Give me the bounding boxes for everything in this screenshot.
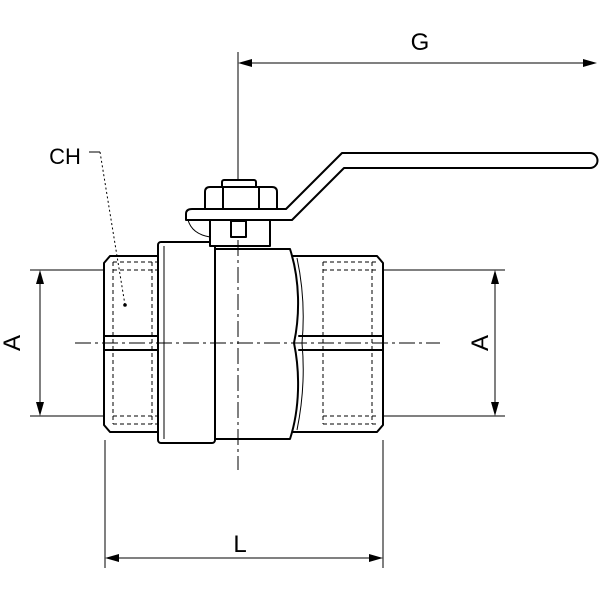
ch-leader-line — [99, 151, 126, 306]
arrow-up-icon — [36, 270, 44, 284]
lever-handle — [185, 152, 599, 221]
arrow-down-icon — [36, 402, 44, 416]
center-lines — [75, 52, 440, 470]
dimension-l: L — [104, 440, 384, 568]
dimension-a-left-label: A — [0, 335, 26, 351]
dimension-a-left: A — [0, 269, 104, 417]
dimension-ch: CH — [49, 144, 127, 307]
dimension-a-right: A — [383, 269, 505, 417]
arrow-up-icon — [491, 270, 499, 284]
stem-square — [230, 220, 247, 238]
port-hex-edges — [104, 335, 383, 351]
arrow-right-icon — [583, 59, 597, 67]
dimension-g: G — [238, 29, 597, 67]
ch-leader-dot — [123, 303, 127, 307]
arrow-right-icon — [369, 554, 383, 562]
arrow-left-icon — [105, 554, 119, 562]
dimension-g-label: G — [411, 29, 430, 56]
dimension-l-label: L — [233, 531, 246, 558]
stem-assembly — [185, 152, 599, 247]
right-threaded-port — [289, 255, 384, 433]
dimension-a-right-label: A — [467, 335, 494, 351]
hex-nut — [204, 186, 278, 210]
handle-plate-lower-curve — [187, 219, 211, 238]
center-body — [214, 248, 300, 440]
arrow-down-icon — [491, 402, 499, 416]
dimension-ch-label: CH — [49, 144, 81, 169]
arrow-left-icon — [238, 59, 252, 67]
